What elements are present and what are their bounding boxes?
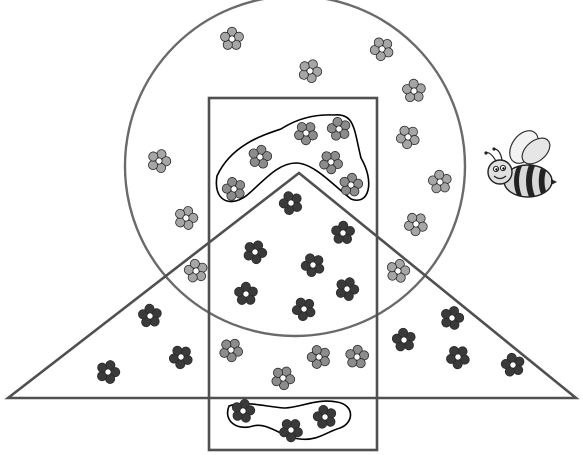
flower-center bbox=[229, 36, 235, 42]
dark-flower bbox=[166, 341, 198, 373]
dark-flower bbox=[232, 279, 260, 308]
dark-flower bbox=[240, 236, 270, 266]
dark-flower bbox=[94, 357, 123, 385]
flower-center bbox=[340, 230, 346, 236]
pink-flower bbox=[304, 341, 335, 373]
dark-flower bbox=[498, 349, 528, 380]
light-flower bbox=[393, 121, 425, 153]
pink-flower bbox=[268, 362, 299, 392]
pink-flower bbox=[345, 344, 370, 368]
light-flower bbox=[367, 33, 399, 65]
light-flower bbox=[400, 76, 429, 105]
petal bbox=[221, 32, 230, 41]
light-flower bbox=[145, 146, 174, 175]
light-flower bbox=[172, 203, 200, 231]
dark-flower bbox=[298, 249, 330, 281]
dark-flower bbox=[229, 397, 256, 424]
pink-flower bbox=[216, 334, 247, 365]
dark-flower bbox=[276, 187, 308, 219]
light-flower bbox=[401, 208, 433, 240]
dark-flower bbox=[390, 325, 420, 355]
flower-center bbox=[347, 181, 354, 188]
bee-icon bbox=[484, 125, 557, 197]
pink-flower bbox=[247, 143, 274, 169]
light-flower bbox=[221, 27, 244, 49]
light-flower bbox=[295, 56, 325, 85]
dark-flower bbox=[289, 293, 321, 325]
circle-set bbox=[125, 0, 465, 336]
dark-flower bbox=[438, 304, 466, 332]
pink-flower bbox=[338, 172, 364, 197]
pink-flower bbox=[316, 146, 347, 177]
petal bbox=[331, 226, 341, 236]
dark-flower bbox=[332, 274, 362, 303]
light-flower bbox=[426, 167, 456, 197]
dark-flower bbox=[276, 414, 308, 445]
pink-flower bbox=[324, 113, 355, 144]
loops bbox=[216, 115, 368, 439]
flowers bbox=[94, 27, 529, 445]
dark-flower bbox=[310, 401, 341, 432]
dark-flower bbox=[136, 301, 165, 331]
dark-flower bbox=[443, 341, 475, 373]
dark-flower bbox=[331, 221, 355, 244]
flower-center bbox=[354, 354, 361, 361]
